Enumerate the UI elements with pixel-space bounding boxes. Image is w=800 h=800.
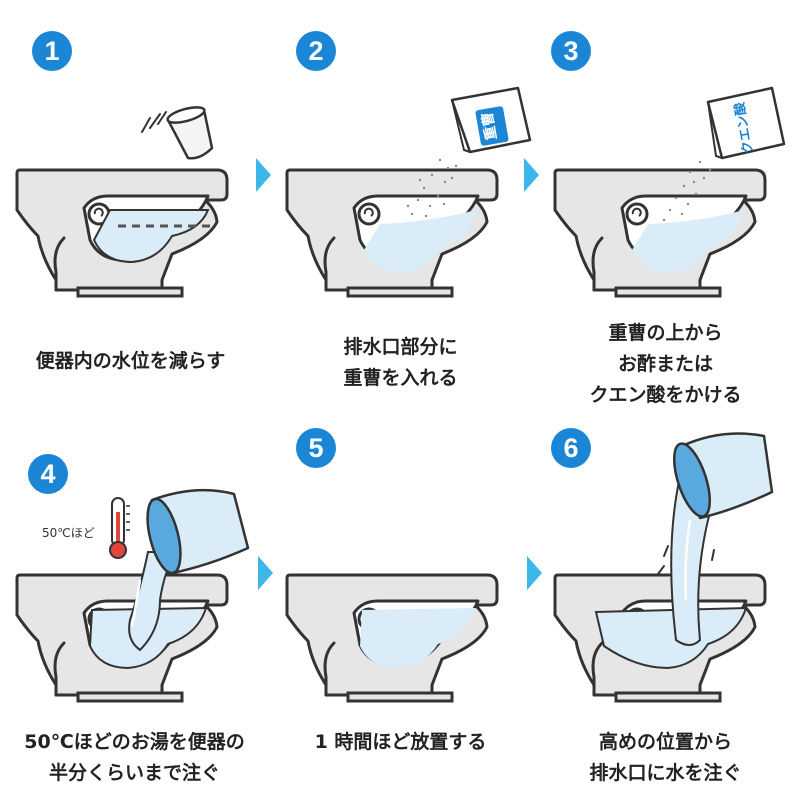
caption-line: 排水口部分に	[343, 336, 458, 358]
step-1-toilet	[15, 168, 229, 298]
caption-line: 重曹を入れる	[343, 367, 458, 389]
step-5-toilet	[285, 573, 499, 703]
caption-line: 1 時間ほど放置する	[314, 731, 487, 753]
step-6-caption: 高めの位置から 排水口に水を注ぐ	[538, 727, 793, 789]
citric-acid-package: クエン酸	[662, 86, 786, 222]
arrow-right-icon	[256, 158, 271, 192]
step-6-toilet	[553, 466, 767, 703]
step-1-caption: 便器内の水位を減らす	[8, 346, 253, 377]
step-1-badge: 1	[32, 31, 72, 71]
step-2-toilet	[285, 168, 499, 298]
step-5-caption: 1 時間ほど放置する	[278, 727, 523, 758]
thermometer-label: 50℃ほど	[42, 526, 95, 540]
caption-line: 半分くらいまで注ぐ	[48, 762, 220, 784]
caption-line: 50℃ほどのお湯を便器の	[24, 731, 245, 753]
caption-line: 便器内の水位を減らす	[35, 350, 226, 372]
step-3-caption: 重曹の上から お酢または クエン酸をかける	[538, 318, 793, 411]
step-2-badge: 2	[296, 31, 336, 71]
step-2-caption: 排水口部分に 重曹を入れる	[278, 332, 523, 394]
step-6-badge: 6	[551, 428, 591, 468]
bucket-icon	[672, 432, 774, 520]
step-4-caption: 50℃ほどのお湯を便器の 半分くらいまで注ぐ	[2, 727, 267, 789]
caption-line: 重曹の上から	[608, 322, 723, 344]
step-3-toilet	[553, 168, 767, 298]
arrow-right-icon	[524, 158, 539, 192]
caption-line: クエン酸をかける	[589, 384, 742, 406]
baking-soda-package: 重曹	[406, 86, 532, 218]
caption-line: 高めの位置から	[598, 731, 732, 753]
caption-line: お酢または	[617, 353, 713, 375]
cup-icon	[141, 106, 214, 160]
arrow-right-icon	[258, 556, 273, 590]
thermometer-icon	[109, 497, 130, 559]
step-3-badge: 3	[551, 31, 591, 71]
caption-line: 排水口に水を注ぐ	[589, 762, 742, 784]
step-4-badge: 4	[28, 454, 68, 494]
arrow-right-icon	[527, 556, 542, 590]
bucket-icon	[146, 488, 250, 576]
baking-soda-label: 重曹	[479, 111, 501, 142]
step-4-toilet	[15, 551, 229, 703]
step-5-badge: 5	[296, 428, 336, 468]
